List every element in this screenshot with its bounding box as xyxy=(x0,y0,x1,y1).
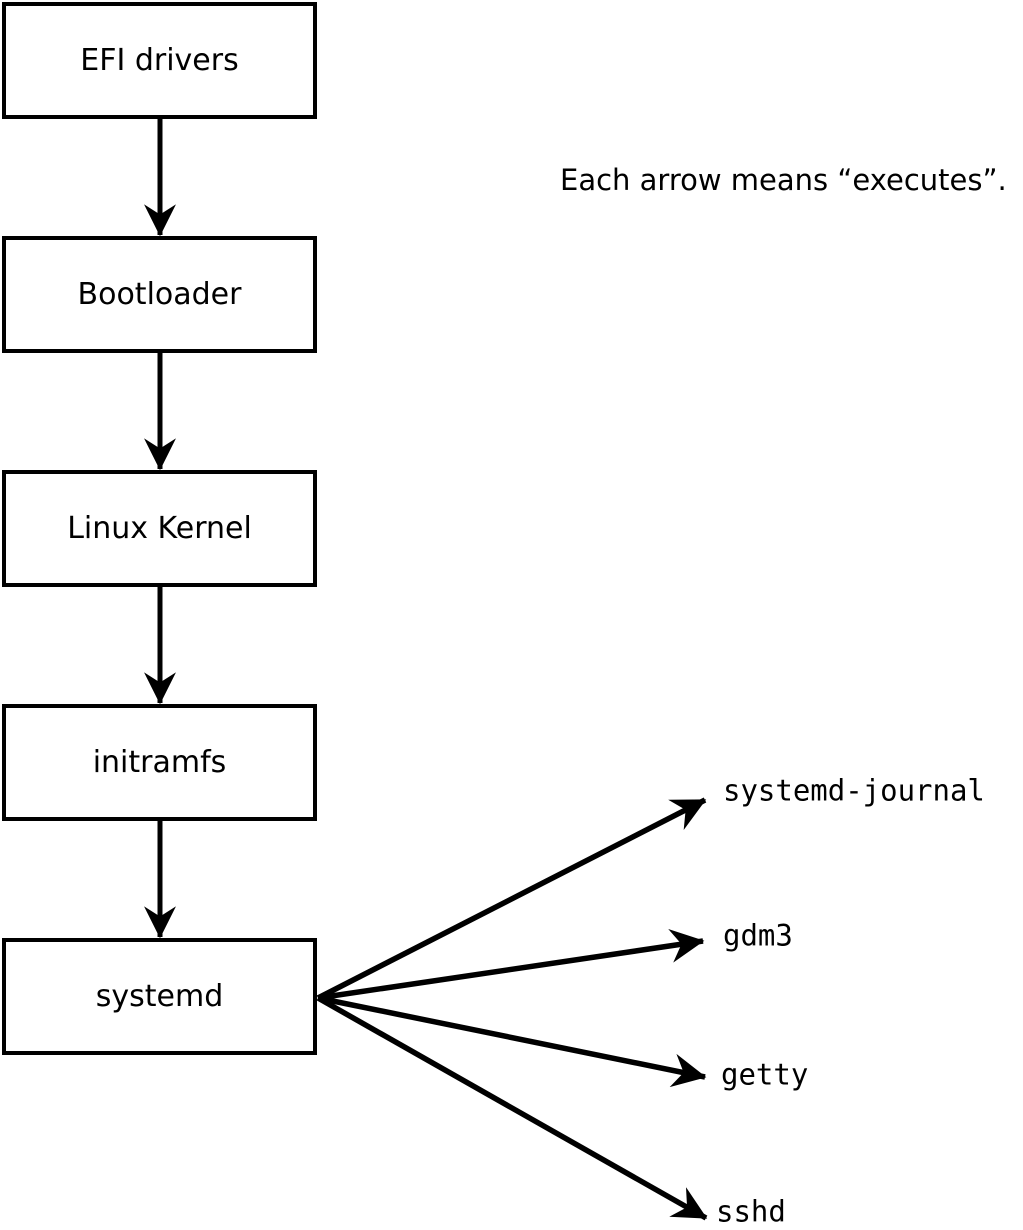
process-label-systemd-journal: systemd-journal xyxy=(723,773,985,808)
process-label-sshd: sshd xyxy=(716,1194,786,1229)
executes-arrow-systemd-to-journal xyxy=(316,797,707,1001)
node-bootloader-label: Bootloader xyxy=(77,276,242,312)
node-systemd-label: systemd xyxy=(95,978,224,1014)
process-label-gdm3: gdm3 xyxy=(723,918,793,953)
executes-arrow-systemd-to-getty xyxy=(317,995,707,1088)
node-efi-drivers: EFI drivers xyxy=(2,2,317,119)
node-linux-kernel: Linux Kernel xyxy=(2,470,317,587)
arrow-legend-note: Each arrow means “executes”. xyxy=(560,163,1007,197)
node-initramfs-label: initramfs xyxy=(92,744,227,780)
node-bootloader: Bootloader xyxy=(2,236,317,353)
node-linux-kernel-label: Linux Kernel xyxy=(67,510,252,546)
process-label-getty: getty xyxy=(721,1057,809,1092)
node-initramfs: initramfs xyxy=(2,704,317,821)
node-systemd: systemd xyxy=(2,938,317,1055)
node-efi-drivers-label: EFI drivers xyxy=(80,42,239,78)
executes-arrow-systemd-to-gdm3 xyxy=(317,928,705,1001)
executes-arrow-systemd-to-sshd xyxy=(316,995,708,1221)
